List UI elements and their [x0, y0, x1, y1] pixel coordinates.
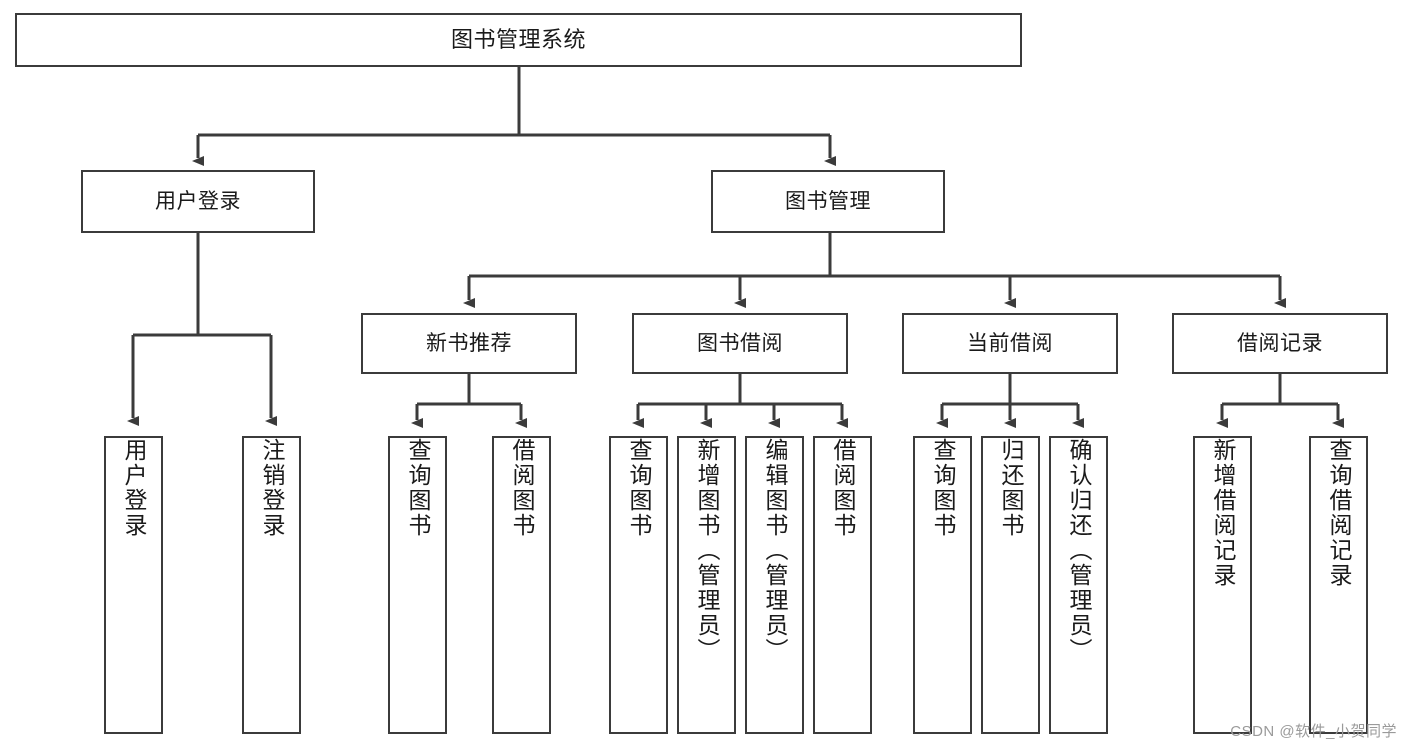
node-current-borrow-label: 当前借阅 — [967, 331, 1053, 355]
leaf-return-book-label: 归还图书 — [998, 438, 1024, 538]
node-book-manage[interactable]: 图书管理 — [711, 170, 945, 233]
node-book-borrow[interactable]: 图书借阅 — [632, 313, 848, 374]
leaf-query-book-3[interactable]: 查询图书 — [913, 436, 972, 734]
leaf-query-record[interactable]: 查询借阅记录 — [1309, 436, 1368, 734]
leaf-user-login-label: 用户登录 — [121, 438, 147, 538]
node-borrow-record-label: 借阅记录 — [1237, 331, 1323, 355]
leaf-return-book[interactable]: 归还图书 — [981, 436, 1040, 734]
leaf-query-book-2[interactable]: 查询图书 — [609, 436, 668, 734]
leaf-edit-book[interactable]: 编辑图书（管理员） — [745, 436, 804, 734]
leaf-borrow-book-2-label: 借阅图书 — [830, 438, 856, 538]
node-user-login[interactable]: 用户登录 — [81, 170, 315, 233]
leaf-add-record[interactable]: 新增借阅记录 — [1193, 436, 1252, 734]
node-user-login-label: 用户登录 — [155, 189, 241, 213]
leaf-borrow-book-2[interactable]: 借阅图书 — [813, 436, 872, 734]
leaf-add-book-label: 新增图书（管理员） — [694, 438, 720, 663]
node-book-borrow-label: 图书借阅 — [697, 331, 783, 355]
leaf-user-logout-label: 注销登录 — [259, 438, 285, 538]
leaf-query-book-1-label: 查询图书 — [405, 438, 431, 538]
leaf-add-book[interactable]: 新增图书（管理员） — [677, 436, 736, 734]
leaf-edit-book-label: 编辑图书（管理员） — [762, 438, 788, 663]
leaf-query-book-2-label: 查询图书 — [626, 438, 652, 538]
node-book-manage-label: 图书管理 — [785, 189, 871, 213]
leaf-query-record-label: 查询借阅记录 — [1326, 438, 1352, 588]
leaf-add-record-label: 新增借阅记录 — [1210, 438, 1236, 588]
leaf-query-book-1[interactable]: 查询图书 — [388, 436, 447, 734]
node-borrow-record[interactable]: 借阅记录 — [1172, 313, 1388, 374]
watermark-text: CSDN @软件_小贺同学 — [1230, 723, 1397, 740]
leaf-confirm-return[interactable]: 确认归还（管理员） — [1049, 436, 1108, 734]
leaf-confirm-return-label: 确认归还（管理员） — [1066, 438, 1092, 663]
node-new-book-rec-label: 新书推荐 — [426, 331, 512, 355]
node-current-borrow[interactable]: 当前借阅 — [902, 313, 1118, 374]
node-root-label: 图书管理系统 — [450, 26, 586, 52]
leaf-borrow-book-1[interactable]: 借阅图书 — [492, 436, 551, 734]
leaf-query-book-3-label: 查询图书 — [930, 438, 956, 538]
leaf-user-logout[interactable]: 注销登录 — [242, 436, 301, 734]
node-new-book-rec[interactable]: 新书推荐 — [361, 313, 577, 374]
node-root[interactable]: 图书管理系统 — [15, 13, 1022, 67]
leaf-borrow-book-1-label: 借阅图书 — [509, 438, 535, 538]
leaf-user-login[interactable]: 用户登录 — [104, 436, 163, 734]
